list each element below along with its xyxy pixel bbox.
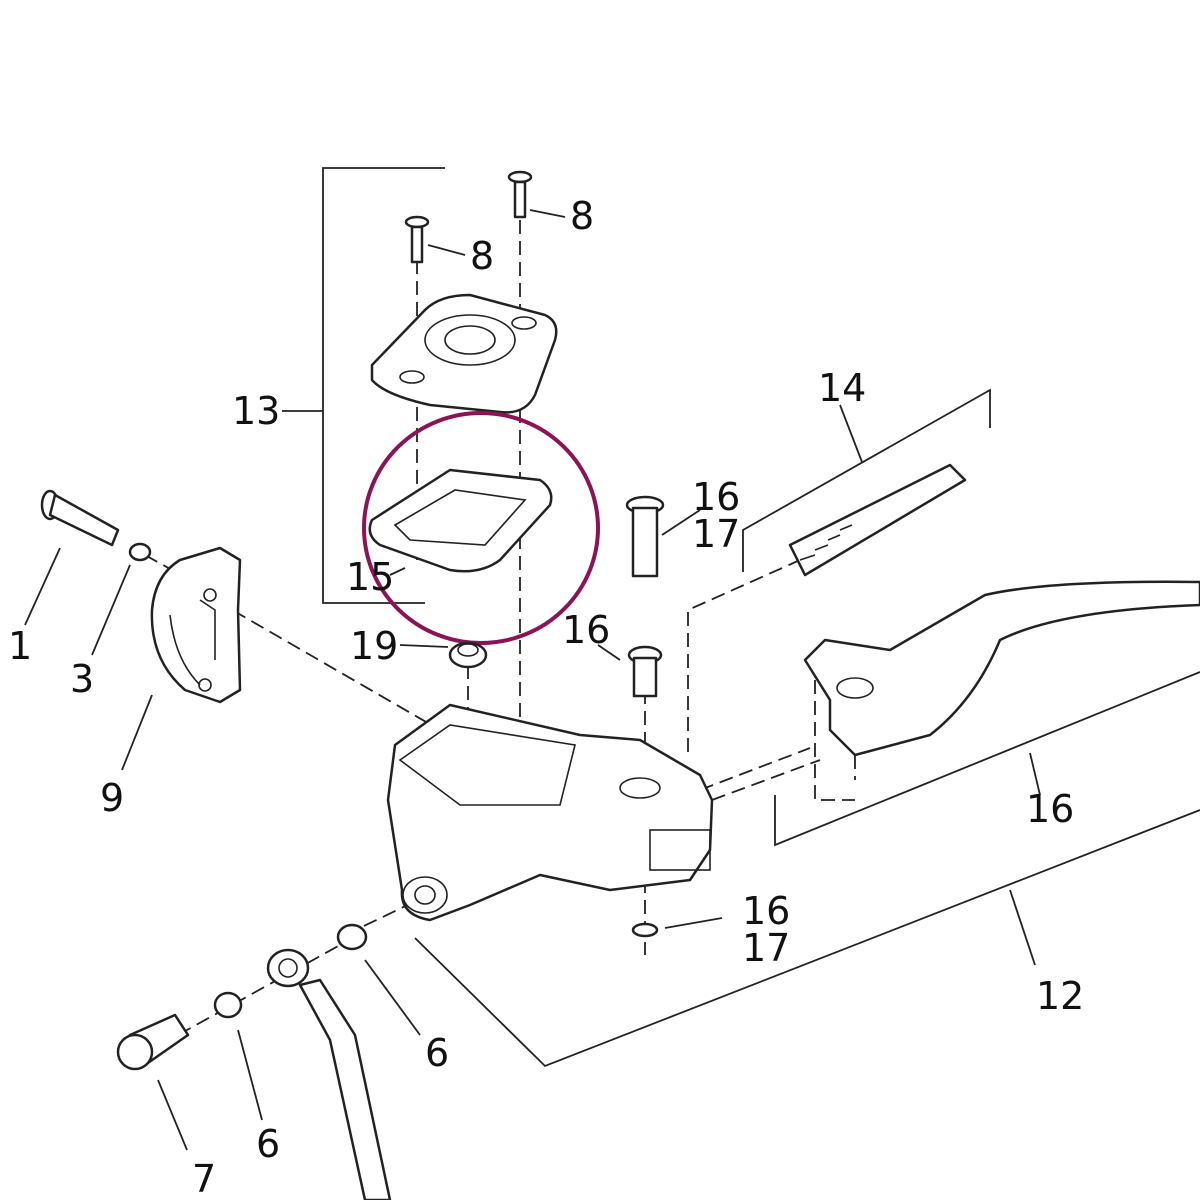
callout-14: 14 xyxy=(818,366,867,410)
bracket-14 xyxy=(742,388,991,572)
callout-19: 19 xyxy=(350,624,399,668)
callout-8: 8 xyxy=(570,194,595,238)
callout-1: 1 xyxy=(8,624,33,668)
callout-6: 6 xyxy=(425,1031,450,1075)
washer-6-upper xyxy=(336,923,368,951)
banjo-bolt-7 xyxy=(116,1013,190,1071)
callout-17: 17 xyxy=(742,926,791,970)
bracket-13 xyxy=(322,167,445,604)
screw-8-left xyxy=(404,215,430,264)
callout-16: 16 xyxy=(692,475,741,519)
callout-16: 16 xyxy=(742,889,791,933)
piston-assembly-14 xyxy=(788,463,967,577)
seal-19 xyxy=(448,641,488,669)
banjo-fitting xyxy=(266,948,392,1200)
callout-6: 6 xyxy=(256,1122,281,1166)
lever-12 xyxy=(803,580,1200,757)
callout-7: 7 xyxy=(192,1157,217,1201)
callout-9: 9 xyxy=(100,776,125,820)
reservoir-cap xyxy=(370,293,558,414)
highlight-circle xyxy=(362,411,600,645)
bolt-1 xyxy=(40,489,120,547)
washer-6-lower xyxy=(213,991,243,1019)
callout-8: 8 xyxy=(470,234,495,278)
screw-8-right xyxy=(507,170,533,219)
callout-12: 12 xyxy=(1036,974,1085,1018)
clamp-9 xyxy=(150,546,242,704)
callout-15: 15 xyxy=(346,555,395,599)
callout-17: 17 xyxy=(692,512,741,556)
clip-16 xyxy=(631,922,659,938)
callout-16: 16 xyxy=(1026,787,1075,831)
diaphragm-15 xyxy=(368,468,553,573)
callout-16: 16 xyxy=(562,608,611,652)
washer-3 xyxy=(128,542,152,562)
master-cylinder-body xyxy=(386,703,714,922)
bushing-16 xyxy=(627,645,663,698)
callout-13: 13 xyxy=(232,389,281,433)
callout-3: 3 xyxy=(70,657,95,701)
bracket-16-lever xyxy=(774,671,1200,847)
pin-16 xyxy=(625,495,665,578)
bracket-12 xyxy=(414,809,1200,1068)
